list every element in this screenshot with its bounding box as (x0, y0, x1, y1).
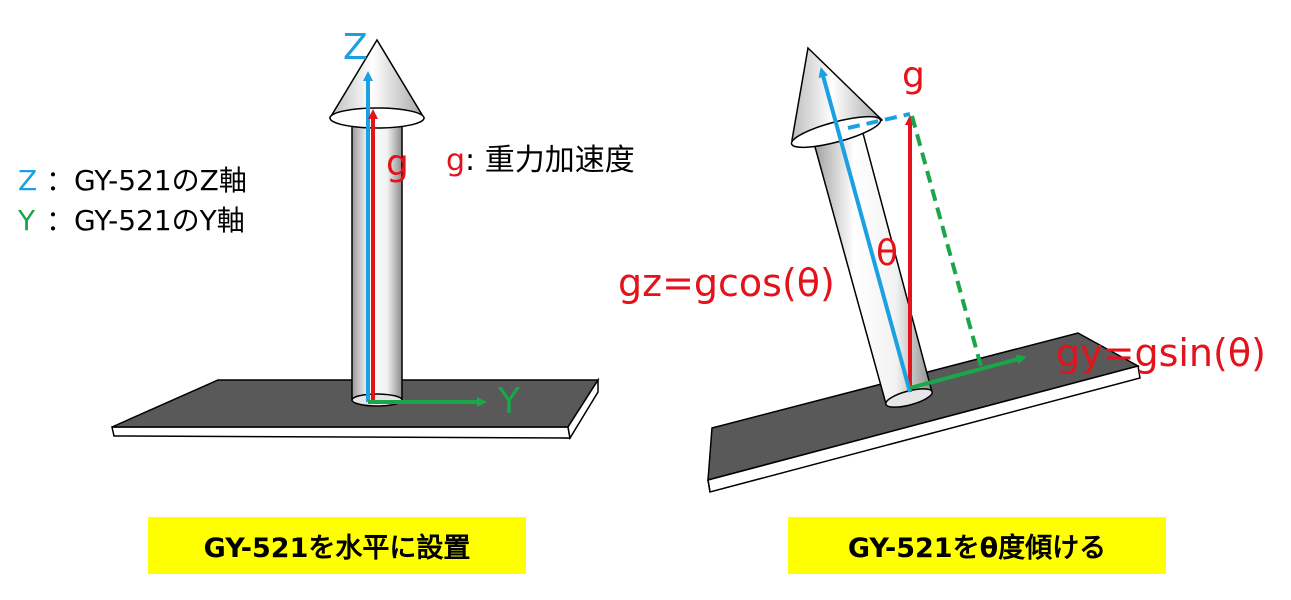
right-theta-label: θ (876, 233, 899, 274)
legend-row-z: Z：GY-521のZ軸 (18, 167, 247, 195)
right-gz-label: gz=gcos(θ) (618, 261, 835, 305)
legend-row-y: Y ：GY-521のY軸 (18, 207, 245, 235)
left-caption: GY-521を水平に設置 (148, 517, 526, 574)
right-gravity-label: g (902, 55, 925, 96)
right-y-axis-arrow (909, 354, 1027, 390)
right-arrow-cone (790, 46, 884, 149)
gravity-note: g: 重力加速度 (446, 146, 635, 176)
legend-z-sep: ： (46, 164, 75, 197)
right-gy-projection-dashed (910, 115, 984, 371)
left-y-axis-label: Y (498, 381, 520, 422)
legend-z-axis: Z (18, 164, 38, 197)
legend-y-axis: Y (18, 204, 36, 237)
left-scene (111, 38, 600, 441)
right-z-axis-arrow (818, 67, 912, 393)
right-board (707, 332, 1141, 493)
legend-y-text: GY-521のY軸 (74, 204, 245, 237)
legend-y-sep: ： (46, 204, 75, 237)
right-gy-label: gy=gsin(θ) (1056, 331, 1266, 375)
right-scene (707, 46, 1141, 493)
left-z-axis-label: Z (343, 27, 368, 68)
gravity-note-symbol: g (446, 143, 466, 178)
right-caption: GY-521をθ度傾ける (788, 517, 1166, 574)
left-arrow-cone (328, 38, 426, 129)
legend-z-text: GY-521のZ軸 (74, 164, 247, 197)
right-gz-projection-dashed (847, 112, 911, 130)
left-gravity-label: g (386, 143, 409, 184)
gravity-note-text: : 重力加速度 (465, 143, 635, 178)
